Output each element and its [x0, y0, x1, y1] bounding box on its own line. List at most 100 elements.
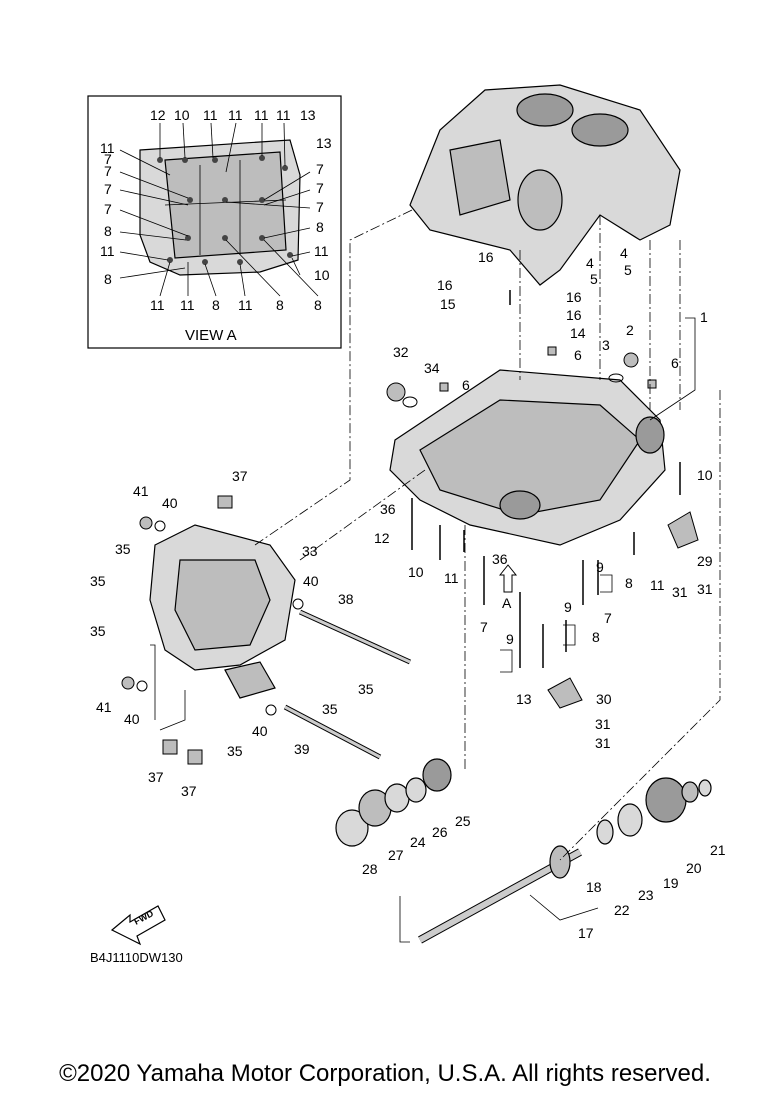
view-a-label: VIEW A — [185, 327, 237, 344]
view-callout: 8 — [104, 271, 112, 287]
callout-6: 6 — [574, 347, 582, 363]
callout-5: 5 — [590, 271, 598, 287]
callout-20: 20 — [686, 860, 702, 876]
view-callout: 11 — [203, 107, 218, 123]
callout-33: 33 — [302, 543, 318, 559]
callout-15: 15 — [440, 296, 456, 312]
callout-34: 34 — [424, 360, 440, 376]
callout-41: 41 — [96, 699, 112, 715]
callout-16: 16 — [478, 249, 494, 265]
callout-35: 35 — [358, 681, 374, 697]
view-callout: 10 — [314, 267, 330, 283]
view-callout: 7 — [316, 161, 324, 177]
callout-16: 16 — [566, 307, 582, 323]
callout-9: 9 — [596, 559, 604, 575]
view-callout: 11 — [276, 107, 291, 123]
callout-36: 36 — [492, 551, 508, 567]
callout-13: 13 — [516, 691, 532, 707]
view-callout: 8 — [276, 297, 284, 313]
callout-41: 41 — [133, 483, 149, 499]
alignment-lines — [254, 209, 721, 861]
view-a-inset: 12 10 11 11 11 11 13 13 11 7 7 7 8 11 8 … — [87, 95, 342, 349]
callout-9: 9 — [506, 631, 514, 647]
callout-26: 26 — [432, 824, 448, 840]
callout-29: 29 — [697, 553, 713, 569]
callout-35: 35 — [90, 573, 106, 589]
callout-7: 7 — [480, 619, 488, 635]
callout-12: 12 — [374, 530, 390, 546]
callout-6: 6 — [462, 377, 470, 393]
callout-14: 14 — [570, 325, 586, 341]
view-callout: 7 — [316, 180, 324, 196]
callout-4: 4 — [586, 255, 594, 271]
callout-numbers: 1 2 3 4 4 5 5 6 6 6 7 7 8 8 9 9 9 10 10 … — [90, 245, 726, 941]
callout-25: 25 — [455, 813, 471, 829]
view-callout: 7 — [316, 199, 324, 215]
view-callout: 7 — [104, 163, 112, 179]
view-callout: 8 — [314, 297, 322, 313]
callout-40: 40 — [162, 495, 178, 511]
callout-38: 38 — [338, 591, 354, 607]
callout-31: 31 — [697, 581, 713, 597]
callout-23: 23 — [638, 887, 654, 903]
callout-27: 27 — [388, 847, 404, 863]
through-bolts — [283, 609, 412, 760]
callout-10: 10 — [697, 467, 713, 483]
group-brackets — [150, 317, 696, 943]
callout-18: 18 — [586, 879, 602, 895]
view-callout: 11 — [150, 297, 165, 313]
view-callout: 7 — [104, 201, 112, 217]
callout-11: 11 — [444, 570, 459, 586]
callout-39: 39 — [294, 741, 310, 757]
view-callout: 8 — [212, 297, 220, 313]
callout-31: 31 — [595, 735, 611, 751]
callout-40: 40 — [303, 573, 319, 589]
bearing-seal-stack — [335, 758, 452, 847]
callout-31: 31 — [595, 716, 611, 732]
callout-11: 11 — [650, 577, 665, 593]
fwd-arrow-icon: FWD — [110, 905, 166, 946]
callout-8: 8 — [625, 575, 633, 591]
view-callout: 10 — [174, 107, 190, 123]
callout-1: 1 — [700, 309, 708, 325]
callout-40: 40 — [252, 723, 268, 739]
view-callout: 11 — [180, 297, 195, 313]
callout-37: 37 — [148, 769, 164, 785]
callout-5: 5 — [624, 262, 632, 278]
view-callout: 7 — [104, 181, 112, 197]
bolts — [411, 290, 681, 668]
view-callout: 12 — [150, 107, 166, 123]
copyright-notice: ©2020 Yamaha Motor Corporation, U.S.A. A… — [59, 1060, 711, 1087]
callout-7: 7 — [604, 610, 612, 626]
callout-35: 35 — [322, 701, 338, 717]
view-a-arrow: A — [498, 564, 518, 611]
callout-35: 35 — [227, 743, 243, 759]
view-a-marker: A — [502, 595, 512, 611]
view-callout: 11 — [228, 107, 243, 123]
lower-crankcase — [389, 369, 666, 546]
callout-19: 19 — [663, 875, 679, 891]
callout-35: 35 — [90, 623, 106, 639]
callout-36: 36 — [380, 501, 396, 517]
callout-16: 16 — [437, 277, 453, 293]
callout-21: 21 — [710, 842, 726, 858]
callout-30: 30 — [596, 691, 612, 707]
view-callout: 13 — [300, 107, 316, 123]
view-callout: 11 — [254, 107, 269, 123]
callout-6: 6 — [671, 355, 679, 371]
view-callout: 7 — [104, 151, 112, 167]
callout-37: 37 — [232, 468, 248, 484]
view-callout: 8 — [316, 219, 324, 235]
callout-9: 9 — [564, 599, 572, 615]
callout-17: 17 — [578, 925, 594, 941]
callout-2: 2 — [626, 322, 634, 338]
callout-16: 16 — [566, 289, 582, 305]
callout-28: 28 — [362, 861, 378, 877]
callout-40: 40 — [124, 711, 140, 727]
small-hardware — [121, 346, 699, 765]
view-callout: 11 — [238, 297, 253, 313]
callout-22: 22 — [614, 902, 630, 918]
callout-10: 10 — [408, 564, 424, 580]
callout-37: 37 — [181, 783, 197, 799]
